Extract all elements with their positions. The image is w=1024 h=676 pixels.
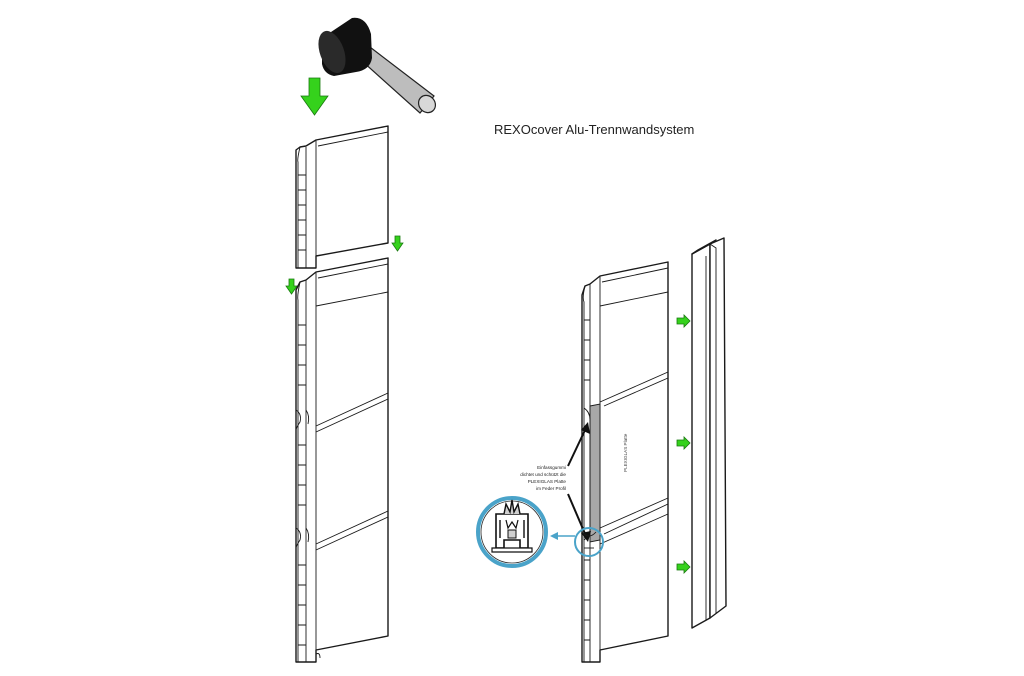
left-wall-assembly: [285, 17, 437, 663]
plexiglas-label: PLEXIGLAS Platte: [623, 433, 628, 472]
gasket-note: Einfassgummi dichtet und schützt die PLE…: [520, 465, 566, 491]
note-line-4: im Feder Profil: [536, 486, 566, 491]
green-arrow-icon: [391, 235, 404, 252]
rubber-mallet-icon: [318, 17, 437, 114]
green-arrow-icon: [285, 278, 298, 295]
lower-panel-stack: [295, 257, 389, 663]
green-arrow-icon: [676, 436, 691, 450]
note-line-3: PLEXIGLAS Platte: [528, 479, 567, 484]
detail-pointer-arrow: [550, 532, 575, 540]
green-arrow-icon: [300, 77, 329, 116]
detail-marker: [574, 527, 604, 557]
gasket-detail-magnifier: [476, 496, 548, 568]
note-line-1: Einfassgummi: [537, 465, 566, 470]
diagram-title: REXOcover Alu-Trennwandsystem: [494, 122, 694, 137]
cover-profile: [691, 237, 727, 629]
right-wall-assembly: PLEXIGLAS Platte Einfassgummi dichtet un…: [476, 237, 727, 663]
top-panel: [295, 125, 389, 269]
green-arrow-icon: [676, 314, 691, 328]
note-line-2: dichtet und schützt die: [520, 472, 566, 477]
green-arrow-icon: [676, 560, 691, 574]
